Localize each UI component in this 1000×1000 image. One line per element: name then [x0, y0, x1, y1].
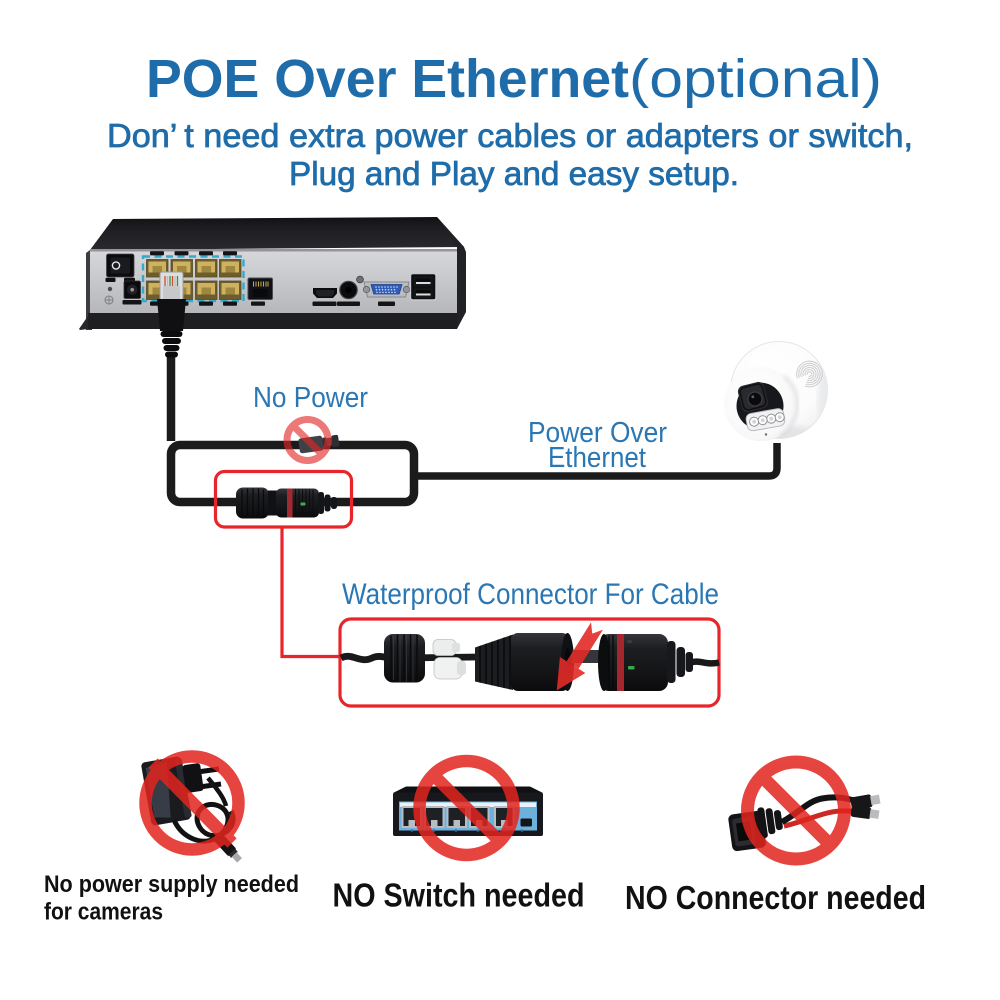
- svg-text:Power Over: Power Over: [528, 417, 667, 449]
- svg-text:for cameras: for cameras: [44, 899, 163, 926]
- svg-text:Don’ t need extra power cables: Don’ t need extra power cables or adapte…: [107, 117, 913, 154]
- svg-text:Waterproof Connector For Cable: Waterproof Connector For Cable: [342, 578, 719, 611]
- svg-text:No power supply needed: No power supply needed: [44, 871, 299, 898]
- svg-text:Ethernet: Ethernet: [548, 442, 646, 474]
- svg-text:No Power: No Power: [253, 382, 368, 414]
- svg-text:Plug and Play and easy setup.: Plug and Play and easy setup.: [289, 155, 739, 192]
- svg-text:NO Switch needed: NO Switch needed: [333, 877, 585, 914]
- svg-text:(optional): (optional): [629, 50, 882, 109]
- svg-text:POE Over Ethernet: POE Over Ethernet: [146, 50, 629, 109]
- svg-text:NO Connector needed: NO Connector needed: [625, 879, 926, 916]
